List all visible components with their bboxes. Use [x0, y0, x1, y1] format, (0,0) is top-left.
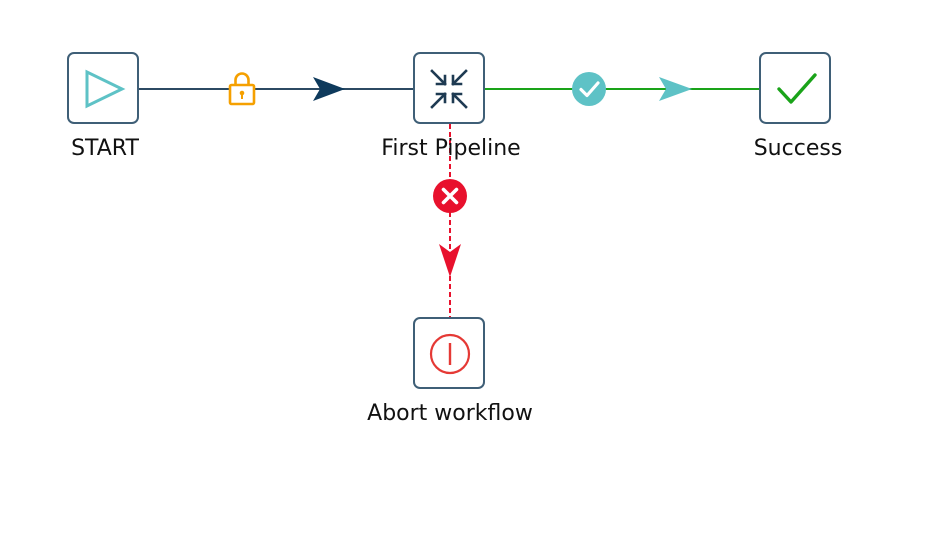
collapse-arrows-icon	[430, 69, 468, 109]
arrowhead-icon	[659, 77, 692, 101]
play-triangle-icon	[85, 69, 126, 109]
node-abort-workflow[interactable]	[413, 317, 485, 389]
hop-pipeline-to-abort[interactable]	[433, 124, 467, 318]
error-x-circle-icon	[433, 179, 467, 213]
node-label-first-pipeline: First Pipeline	[381, 136, 521, 161]
check-circle-icon	[572, 72, 606, 106]
hop-pipeline-to-success[interactable]	[485, 72, 760, 106]
node-label-start: START	[71, 136, 139, 161]
arrowhead-icon	[439, 244, 461, 277]
node-success[interactable]	[759, 52, 831, 124]
node-start[interactable]	[67, 52, 139, 124]
checkmark-icon	[777, 73, 817, 104]
node-label-abort-workflow: Abort workflow	[367, 401, 533, 426]
abort-circle-icon	[429, 333, 471, 375]
arrowhead-icon	[313, 77, 345, 101]
hop-start-to-pipeline[interactable]	[138, 72, 414, 106]
node-label-success: Success	[753, 136, 843, 161]
node-first-pipeline[interactable]	[413, 52, 485, 124]
lock-icon	[228, 72, 256, 106]
